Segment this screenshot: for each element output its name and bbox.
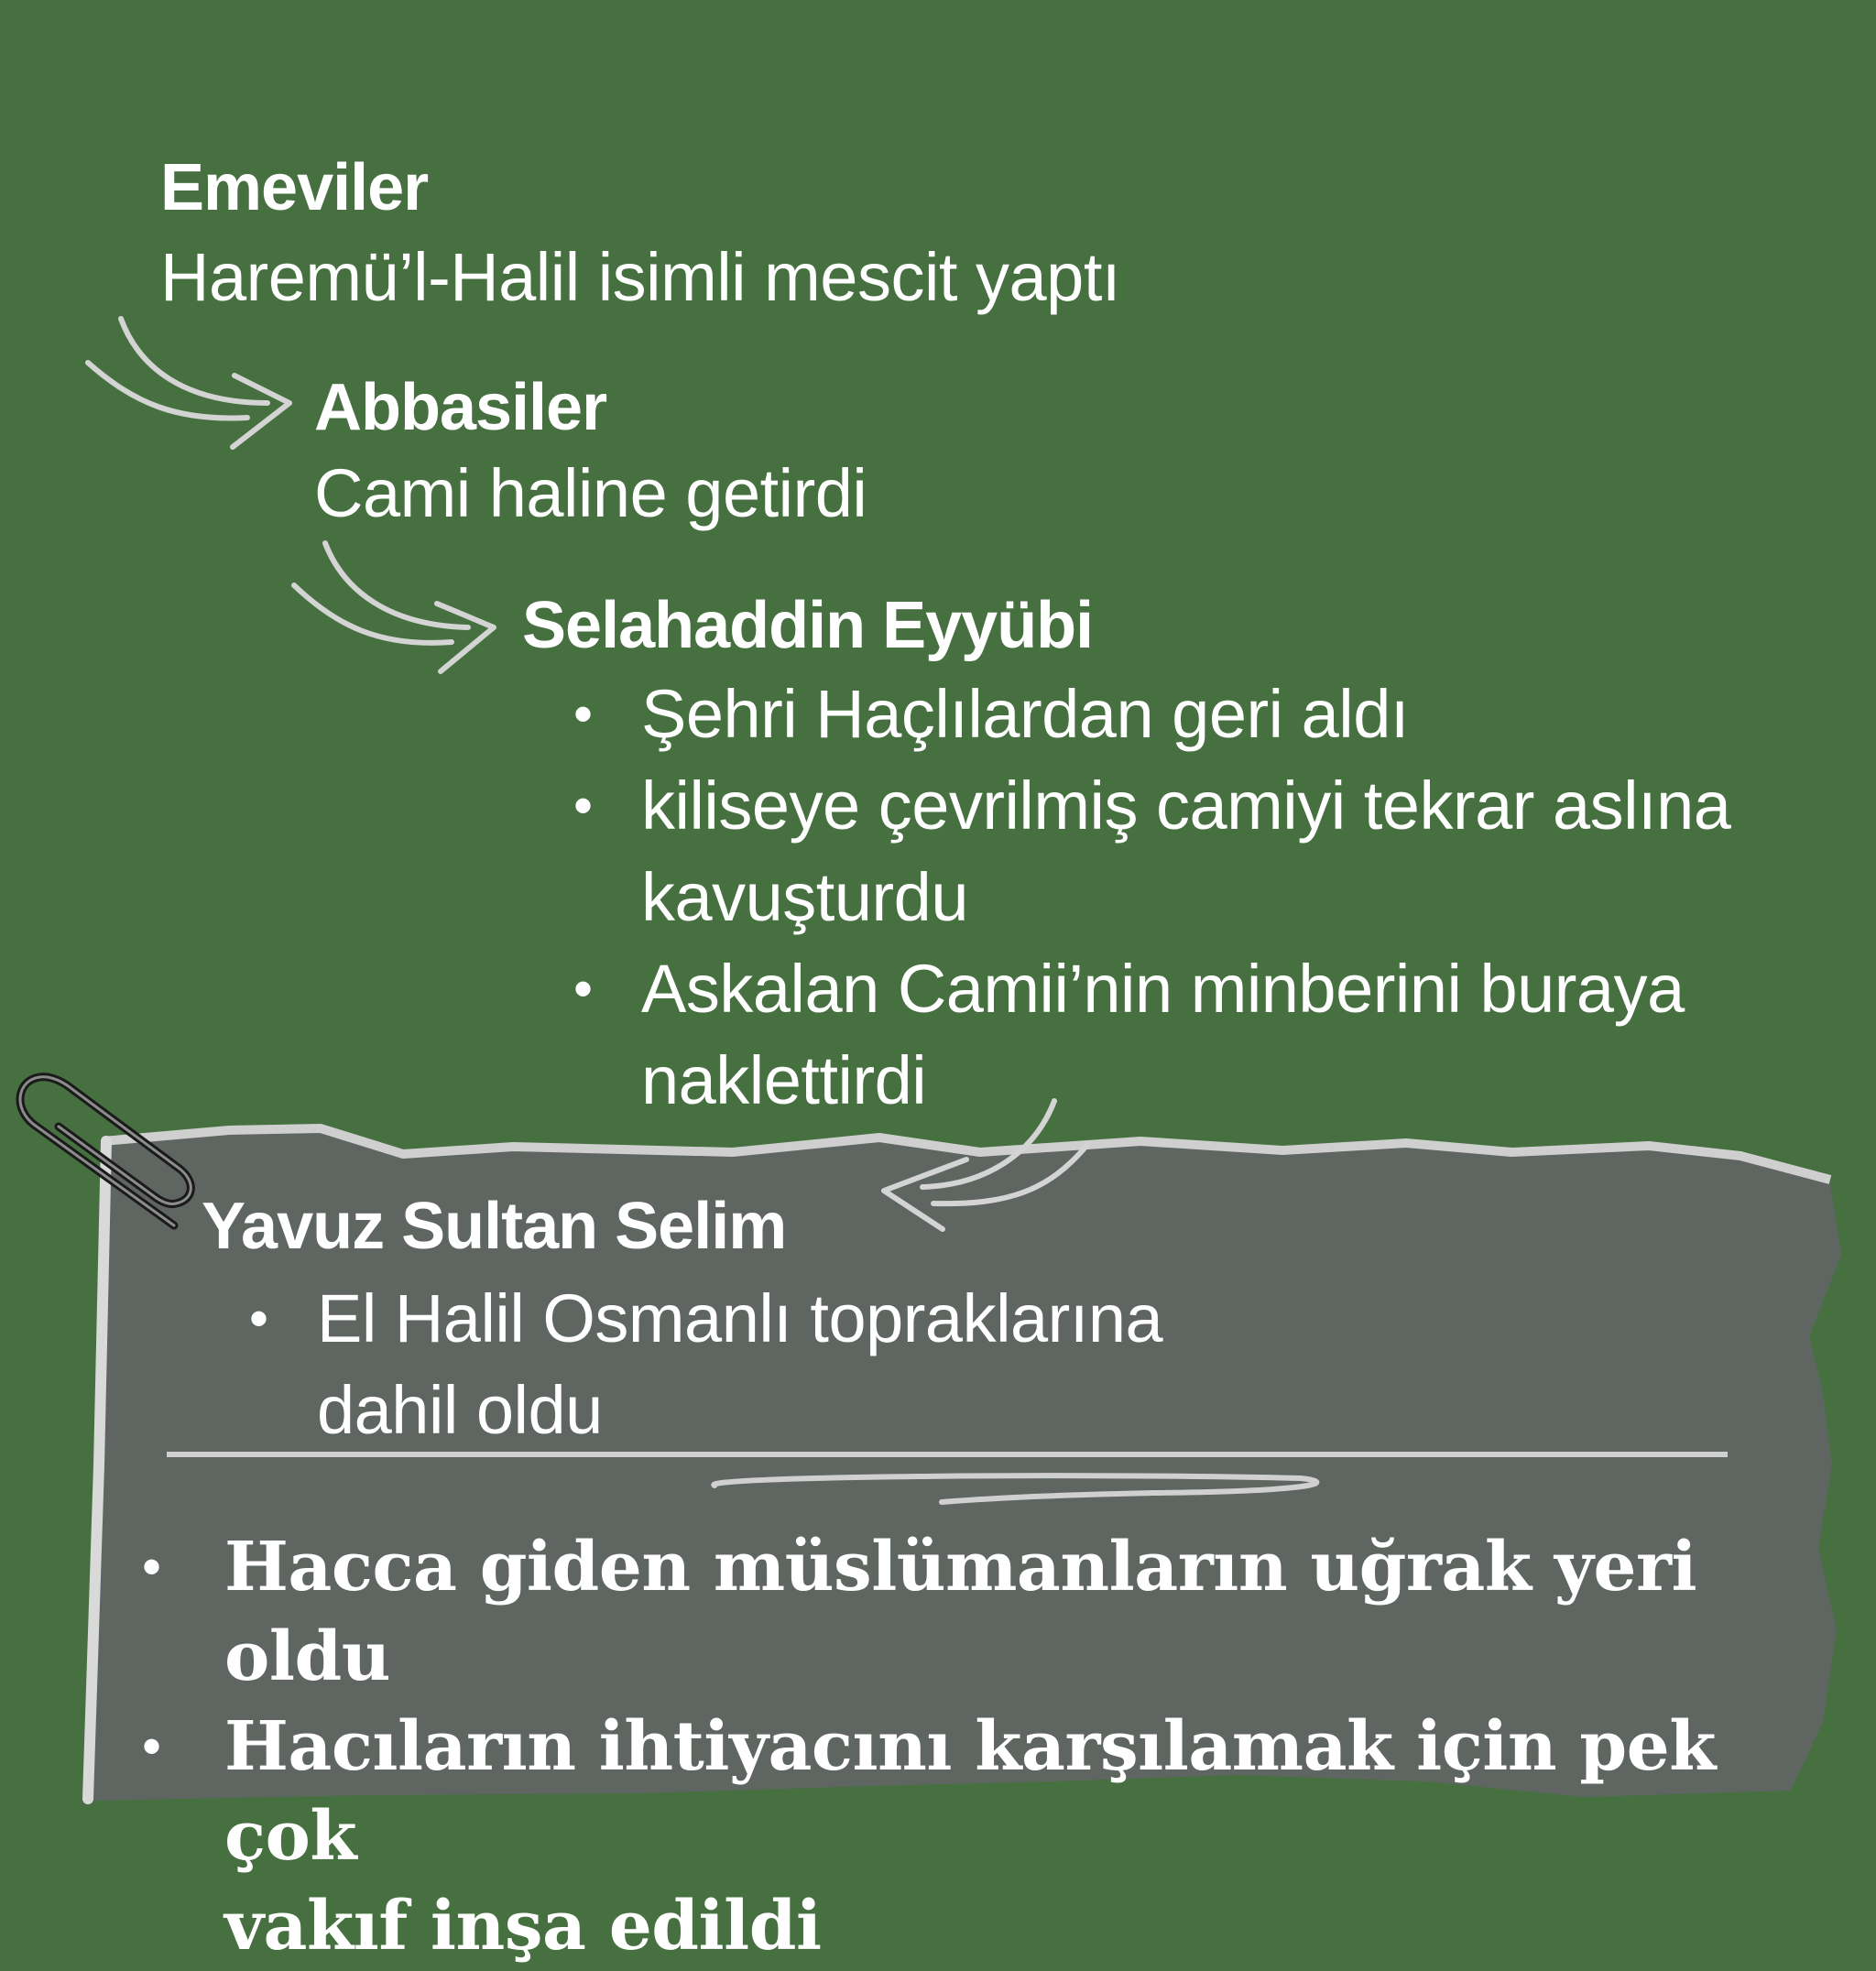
list-item-text: Şehri Haçlılardan geri aldı	[641, 676, 1409, 752]
bullet-icon: •	[573, 958, 593, 1019]
abbasiler-title: Abbasiler	[314, 371, 607, 444]
abbasiler-text: Cami haline getirdi	[314, 455, 867, 531]
curved-arrow-icon	[291, 540, 496, 674]
emeviler-title: Emeviler	[160, 151, 429, 224]
yavuz-title: Yavuz Sultan Selim	[202, 1190, 787, 1263]
list-item-text: dahil oldu	[317, 1372, 603, 1448]
bullet-icon: •	[573, 683, 593, 745]
paperclip-icon	[16, 1073, 195, 1230]
list-item-text: Hacıların ihtiyacını karşılamak için pek…	[224, 1707, 1717, 1876]
selahaddin-title: Selahaddin Eyyübi	[522, 589, 1094, 662]
slide: Emeviler Haremü’l-Halil isimli mescit ya…	[16, 151, 1876, 1966]
bullet-icon: •	[142, 1536, 161, 1597]
list-item: • El Halil Osmanlı topraklarına dahil ol…	[244, 1273, 1343, 1456]
list-item-text: vakıf inşa edildi	[224, 1887, 822, 1966]
curved-arrow-icon	[881, 1098, 1090, 1232]
list-item-text: naklettirdi	[641, 1042, 927, 1118]
yavuz-list: • El Halil Osmanlı topraklarına dahil ol…	[244, 1273, 1343, 1456]
emeviler-text: Haremü’l-Halil isimli mescit yaptı	[160, 239, 1120, 315]
list-item-text: kavuşturdu	[641, 859, 968, 935]
list-item-text: El Halil Osmanlı topraklarına	[317, 1280, 1163, 1356]
curved-arrow-icon	[85, 316, 292, 450]
list-item: • Askalan Camii’nin minberini buraya nak…	[568, 943, 1876, 1127]
list-item: • Şehri Haçlılardan geri aldı	[568, 669, 1876, 760]
list-item: • Hacıların ihtiyacını karşılamak için p…	[142, 1702, 1846, 1971]
list-item-text: Askalan Camii’nin minberini buraya	[641, 951, 1685, 1027]
bullet-icon: •	[249, 1288, 268, 1349]
summary-list: • Hacca giden müslümanların uğrak yeri o…	[142, 1522, 1846, 1971]
list-item-text: Hacca giden müslümanların uğrak yeri old…	[224, 1528, 1697, 1696]
torn-paper-card	[82, 1124, 1841, 1804]
list-item: • Hacca giden müslümanların uğrak yeri o…	[142, 1522, 1846, 1702]
bullet-icon: •	[573, 775, 593, 836]
selahaddin-list: • Şehri Haçlılardan geri aldı • kiliseye…	[568, 669, 1876, 1127]
list-item-text: kiliseye çevrilmiş camiyi tekrar aslına	[641, 768, 1731, 844]
bullet-icon: •	[142, 1715, 161, 1777]
list-item: • kiliseye çevrilmiş camiyi tekrar aslın…	[568, 760, 1876, 943]
